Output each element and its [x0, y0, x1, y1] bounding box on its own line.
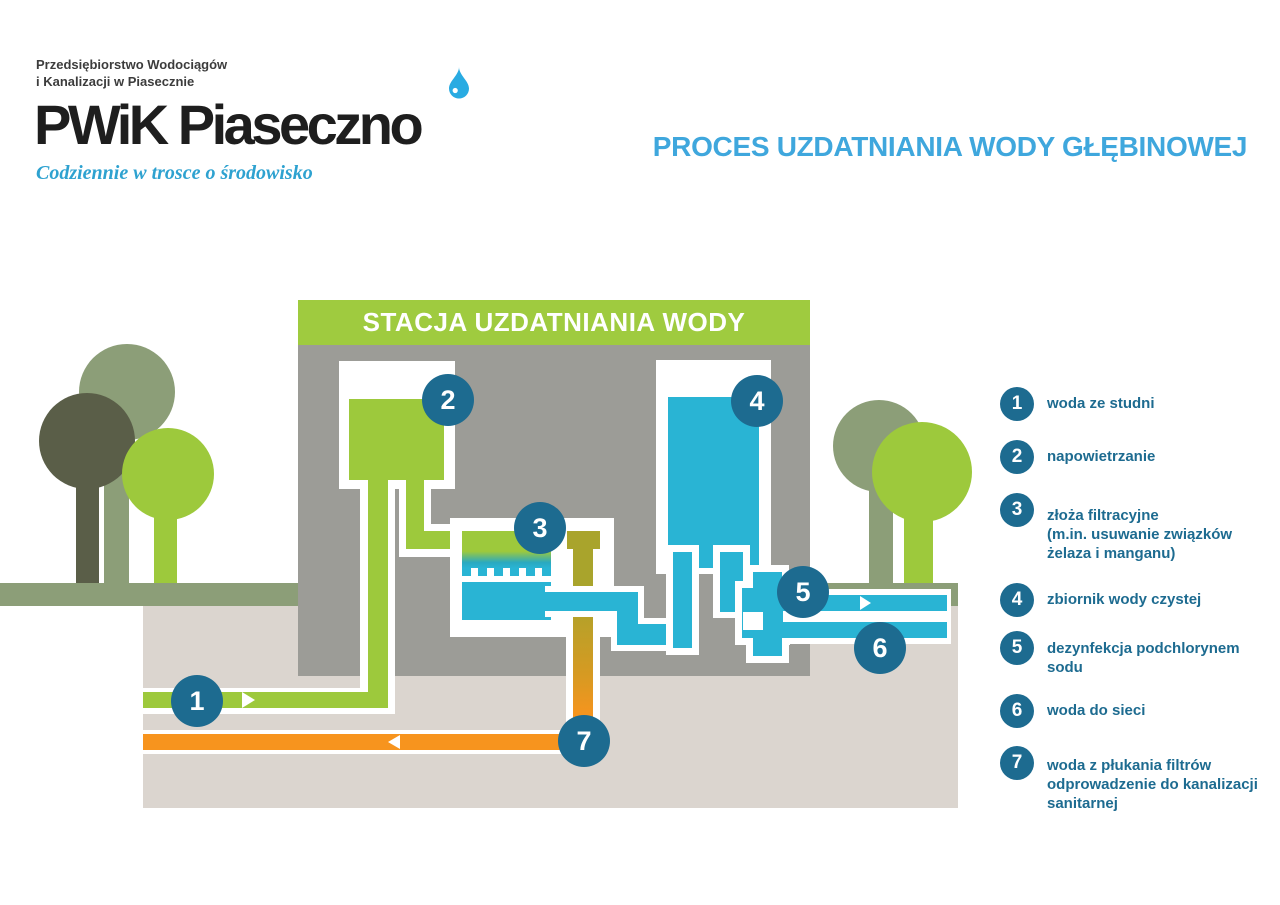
legend-item-4: zbiornik wody czystej	[1047, 590, 1280, 609]
backwash-pipe	[143, 734, 600, 750]
tree-trunk	[76, 460, 99, 584]
legend-line: złoża filtracyjne	[1047, 507, 1159, 524]
legend-item-5: dezynfekcja podchlorynem sodu	[1047, 639, 1280, 677]
logo-company-line1: Przedsiębiorstwo Wodociągów	[36, 57, 228, 72]
logo-company-line2: i Kanalizacji w Piasecznie	[36, 74, 195, 89]
legend-line: sodu	[1047, 659, 1083, 676]
filter-inlet-pipe	[406, 531, 462, 549]
flow-arrow-right-icon	[242, 692, 255, 708]
legend-line: dezynfekcja podchlorynem	[1047, 640, 1240, 657]
legend-badge-1: 1	[1000, 387, 1034, 421]
legend-line: woda ze studni	[1047, 395, 1155, 412]
legend-item-7: woda z płukania filtrów odprowadzenie do…	[1047, 756, 1280, 813]
clean-water-tank-fill	[668, 397, 759, 568]
well-riser-pipe	[368, 470, 388, 708]
tree-crown	[122, 428, 214, 520]
filter-nozzles	[462, 568, 551, 576]
legend-badge-4: 4	[1000, 583, 1034, 617]
backwash-drain-pipe	[573, 531, 593, 738]
legend-badge-5: 5	[1000, 631, 1034, 665]
tree-crown	[872, 422, 972, 522]
legend-line: żelaza i manganu)	[1047, 545, 1176, 562]
legend-item-3: złoża filtracyjne (m.in. usuwanie związk…	[1047, 506, 1280, 563]
legend-item-6: woda do sieci	[1047, 701, 1280, 720]
diagram-badge-5: 5	[777, 566, 829, 618]
chlorination-unit-notch	[743, 612, 763, 630]
station-label: STACJA UZDATNIANIA WODY	[298, 300, 810, 345]
clean-water-pipe	[545, 592, 638, 611]
diagram-badge-4: 4	[731, 375, 783, 427]
legend-line: woda do sieci	[1047, 702, 1146, 719]
legend-badge-2: 2	[1000, 440, 1034, 474]
legend-badge-7: 7	[1000, 746, 1034, 780]
tree-crown	[39, 393, 135, 489]
flow-arrow-right-icon	[860, 596, 871, 610]
logo-company-name: Przedsiębiorstwo Wodociągów i Kanalizacj…	[36, 56, 227, 90]
legend-line: napowietrzanie	[1047, 448, 1156, 465]
chlorination-unit-top	[753, 572, 782, 588]
diagram-badge-7: 7	[558, 715, 610, 767]
legend-line: odprowadzenie do kanalizacji	[1047, 776, 1258, 793]
legend-line: (m.in. usuwanie związków	[1047, 526, 1233, 543]
chlorination-unit-bottom	[753, 638, 782, 656]
logo-tagline: Codziennie w trosce o środowisko	[36, 162, 313, 184]
legend-line: zbiornik wody czystej	[1047, 591, 1202, 608]
legend-line: sanitarnej	[1047, 795, 1118, 812]
legend-badge-3: 3	[1000, 493, 1034, 527]
logo-brand-text: PWiK Piaseczno	[34, 93, 424, 156]
legend-item-2: napowietrzanie	[1047, 447, 1280, 466]
diagram-badge-2: 2	[422, 374, 474, 426]
legend-badge-6: 6	[1000, 694, 1034, 728]
filtered-water-basin	[462, 582, 551, 620]
flow-arrow-left-icon	[388, 735, 400, 749]
water-drop-icon	[449, 67, 469, 99]
page-title: PROCES UZDATNIANIA WODY GŁĘBINOWEJ	[652, 131, 1248, 162]
legend-line: woda z płukania filtrów	[1047, 757, 1212, 774]
tank-inlet-riser	[673, 552, 692, 648]
backwash-funnel	[567, 531, 600, 549]
legend-item-1: woda ze studni	[1047, 394, 1280, 413]
diagram-badge-1: 1	[171, 675, 223, 727]
aeration-outlet-pipe	[406, 470, 424, 549]
diagram-badge-3: 3	[514, 502, 566, 554]
diagram-badge-6: 6	[854, 622, 906, 674]
